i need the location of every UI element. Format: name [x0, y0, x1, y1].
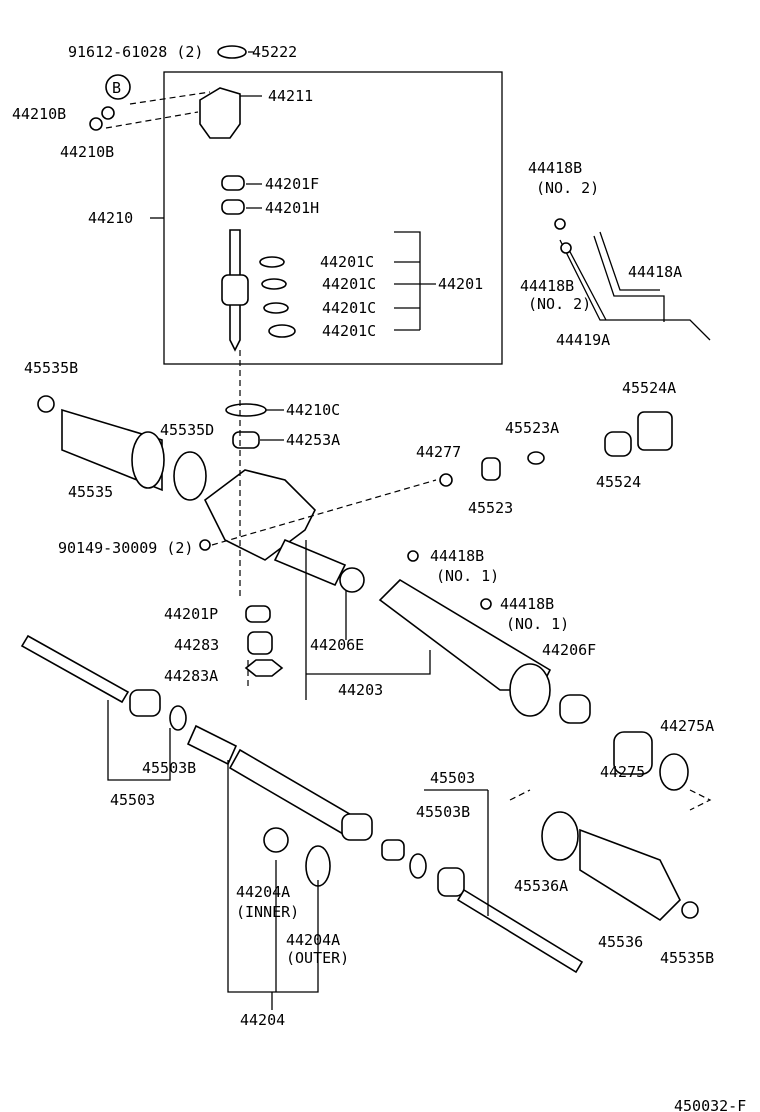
leader-lines	[105, 51, 712, 1010]
label-91612-61028: 91612-61028 (2)	[68, 43, 203, 61]
label-44201c: 44201C	[320, 253, 374, 271]
label-44253a: 44253A	[286, 431, 340, 449]
label-44419a: 44419A	[556, 331, 610, 349]
label-44418b: 44418B	[520, 277, 574, 295]
tie-rod-left	[20, 634, 130, 704]
label-44204: 44204	[240, 1011, 285, 1029]
label-44210b: 44210B	[12, 105, 66, 123]
label-44211: 44211	[268, 87, 313, 105]
label-44201: 44201	[438, 275, 483, 293]
label-45503b: 45503B	[142, 759, 196, 777]
rack-44204	[228, 748, 362, 840]
label-45503: 45503	[110, 791, 155, 809]
label-44201c: 44201C	[322, 299, 376, 317]
label-44418b: 44418B	[528, 159, 582, 177]
label-45503b: 45503B	[416, 803, 470, 821]
label-45523: 45523	[468, 499, 513, 517]
label-44201h: 44201H	[265, 199, 319, 217]
label-no2: (NO. 2)	[536, 179, 599, 197]
label-90149-30009: 90149-30009 (2)	[58, 539, 193, 557]
label-inner: (INNER)	[236, 903, 299, 921]
label-44275: 44275	[600, 763, 645, 781]
label-44203: 44203	[338, 681, 383, 699]
part-45222	[217, 45, 247, 59]
label-44206e: 44206E	[310, 636, 364, 654]
label-45535b: 45535B	[660, 949, 714, 967]
label-44275a: 44275A	[660, 717, 714, 735]
label-44418b: 44418B	[500, 595, 554, 613]
label-45524: 45524	[596, 473, 641, 491]
label-44418a: 44418A	[628, 263, 682, 281]
housing-gear	[203, 469, 316, 561]
boot-45536	[579, 828, 681, 922]
label-44418b: 44418B	[430, 547, 484, 565]
label-45535: 45535	[68, 483, 113, 501]
part-shapes	[20, 45, 711, 974]
label-45523a: 45523A	[505, 419, 559, 437]
label-ref-b: B	[112, 79, 121, 97]
label-45503: 45503	[430, 769, 475, 787]
label-45536a: 45536A	[514, 877, 568, 895]
label-44210: 44210	[88, 209, 133, 227]
label-44204a-inner: 44204A	[236, 883, 290, 901]
pipe-44418A	[593, 231, 665, 322]
label-44277: 44277	[416, 443, 461, 461]
part-44211	[199, 87, 241, 139]
label-45222: 45222	[252, 43, 297, 61]
label-outer: (OUTER)	[286, 949, 349, 967]
pipe-44419A	[559, 239, 711, 341]
label-44210b: 44210B	[60, 143, 114, 161]
label-44210c: 44210C	[286, 401, 340, 419]
part-labels: 91612-61028 (2) 45222 B 44211 44210B 442…	[12, 43, 746, 1112]
label-45536: 45536	[598, 933, 643, 951]
diagram-id: 450032-F	[674, 1097, 746, 1112]
label-44204a-outer: 44204A	[286, 931, 340, 949]
label-44283a: 44283A	[164, 667, 218, 685]
label-44206f: 44206F	[542, 641, 596, 659]
label-44201c: 44201C	[322, 322, 376, 340]
label-45535b: 45535B	[24, 359, 78, 377]
label-no1: (NO. 1)	[436, 567, 499, 585]
ref-b-circle	[105, 74, 131, 100]
label-44201c: 44201C	[322, 275, 376, 293]
label-45524a: 45524A	[622, 379, 676, 397]
label-no2: (NO. 2)	[528, 295, 591, 313]
label-44201f: 44201F	[265, 175, 319, 193]
label-45535d: 45535D	[160, 421, 214, 439]
label-44201p: 44201P	[164, 605, 218, 623]
label-no1: (NO. 1)	[506, 615, 569, 633]
label-44283: 44283	[174, 636, 219, 654]
tie-rod-right	[456, 888, 584, 974]
